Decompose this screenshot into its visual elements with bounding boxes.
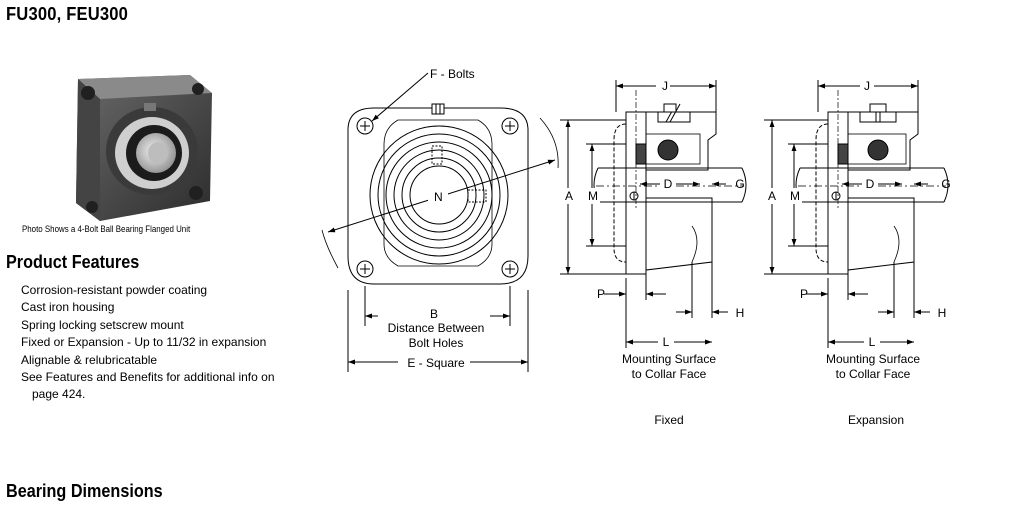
p-label-expansion: P — [800, 287, 808, 301]
a-label-expansion: A — [768, 189, 776, 203]
side-view-fixed — [560, 80, 747, 348]
d-label-fixed: D — [664, 177, 673, 191]
mount-caption-1-fixed: Mounting Surface — [622, 352, 716, 366]
m-label-fixed: M — [588, 189, 598, 203]
mount-caption-2-expansion: to Collar Face — [836, 367, 911, 381]
a-label-fixed: A — [565, 189, 573, 203]
e-label: E - Square — [407, 356, 465, 370]
features-list: Corrosion-resistant powder coating Cast … — [21, 282, 276, 404]
j-label-expansion: J — [864, 79, 870, 93]
expansion-label: Expansion — [848, 413, 904, 427]
bearing-photo — [76, 75, 212, 221]
n-label: N — [434, 190, 443, 204]
b-caption-1: Distance Between — [388, 321, 485, 335]
photo-caption: Photo Shows a 4-Bolt Ball Bearing Flange… — [22, 224, 191, 234]
g-label-fixed: G — [735, 177, 744, 191]
p-label-fixed: P — [597, 287, 605, 301]
feature-item: Alignable & relubricatable — [21, 352, 158, 367]
side-view-expansion — [764, 80, 949, 348]
fixed-label: Fixed — [654, 413, 683, 427]
h-label-expansion: H — [938, 306, 947, 320]
b-label: B — [430, 307, 438, 321]
h-label-fixed: H — [736, 306, 745, 320]
m-label-expansion: M — [790, 189, 800, 203]
front-view — [321, 72, 559, 372]
l-label-fixed: L — [663, 335, 670, 349]
g-label-expansion: G — [941, 177, 950, 191]
feature-item: Cast iron housing — [21, 300, 115, 315]
bearing-dimensions-heading: Bearing Dimensions — [6, 481, 163, 501]
page-title: FU300, FEU300 — [6, 4, 129, 24]
feature-item: See Features and Benefits for additional… — [21, 370, 275, 385]
d-label-expansion: D — [866, 177, 875, 191]
j-label-fixed: J — [662, 79, 668, 93]
feature-item: Corrosion-resistant powder coating — [21, 283, 208, 297]
feature-item: Spring locking setscrew mount — [21, 317, 184, 332]
f-bolts-label: F - Bolts — [430, 67, 475, 81]
features-heading: Product Features — [6, 252, 140, 272]
l-label-expansion: L — [869, 335, 876, 349]
feature-item: page 424. — [32, 387, 86, 402]
mount-caption-2-fixed: to Collar Face — [632, 367, 707, 381]
mount-caption-1-expansion: Mounting Surface — [826, 352, 920, 366]
feature-item: Fixed or Expansion - Up to 11/32 in expa… — [21, 335, 267, 350]
b-caption-2: Bolt Holes — [409, 336, 464, 350]
